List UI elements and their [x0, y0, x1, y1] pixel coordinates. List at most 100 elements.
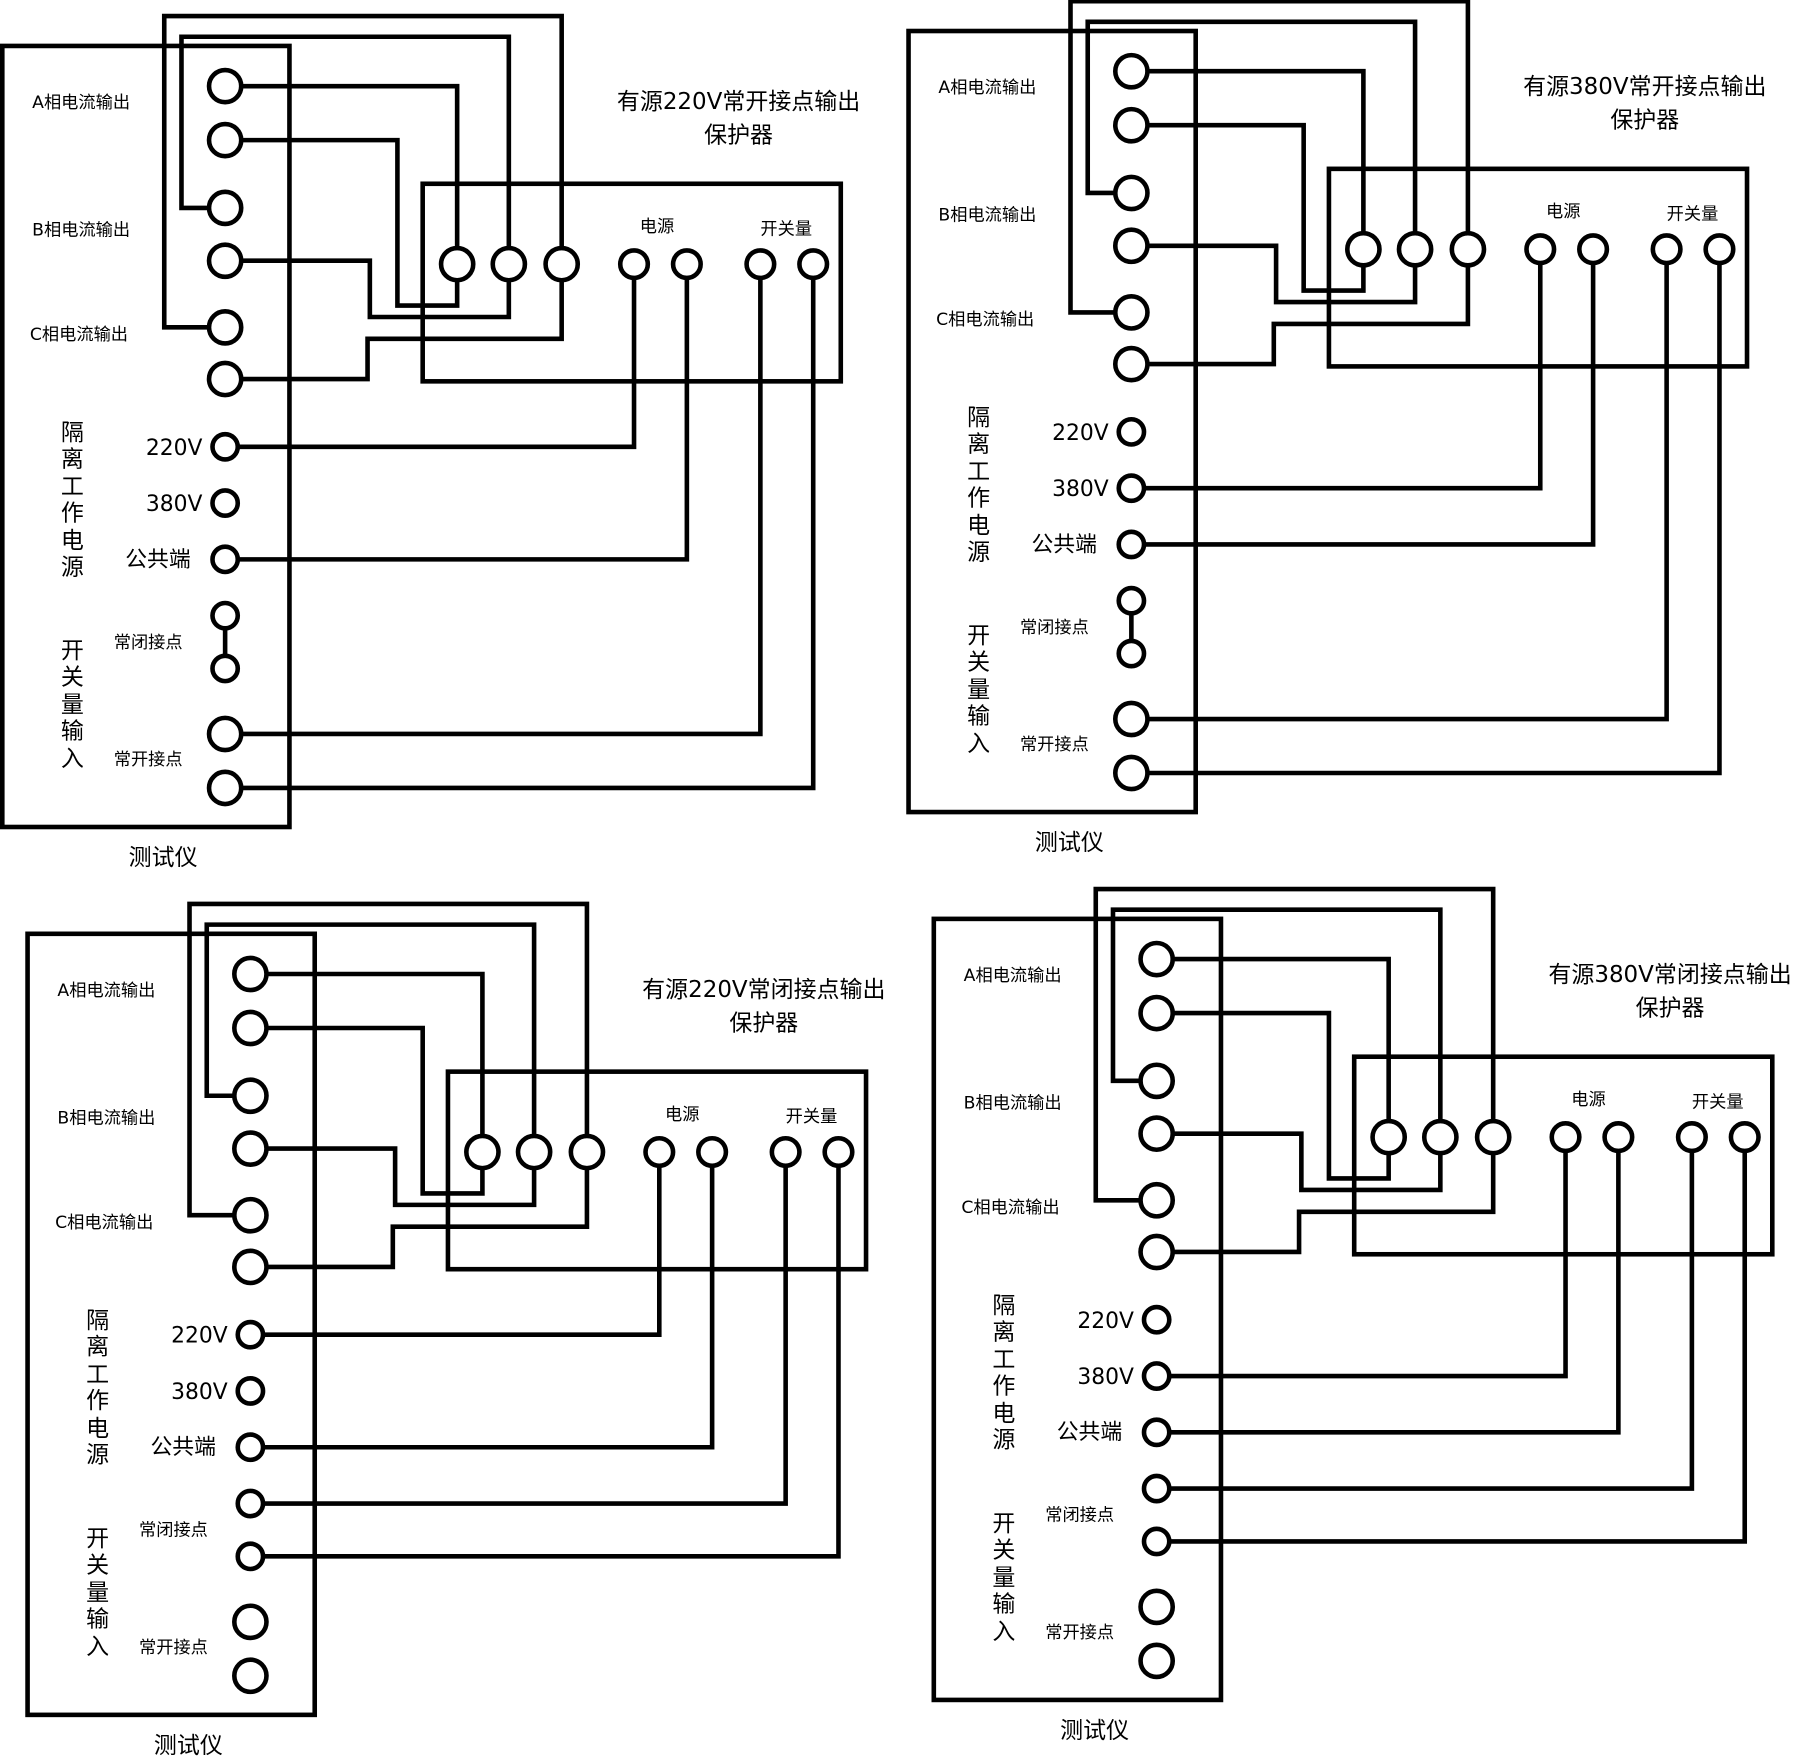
label-220v: 220V: [1052, 420, 1109, 446]
label-common: 公共端: [125, 546, 191, 573]
c-return-wire: [250, 1152, 590, 1270]
power-wire-common: [1156, 1137, 1621, 1435]
b-phase-wire: [179, 34, 512, 265]
label-common: 公共端: [1056, 1419, 1123, 1445]
label-220v: 220V: [1077, 1308, 1134, 1334]
label-c-current: C相电流输出: [55, 1211, 154, 1233]
tester-terminal-b1: [1112, 174, 1150, 212]
label-switch: 开关量: [760, 218, 813, 239]
label-nc-contact: 常闭接点: [138, 1519, 208, 1541]
tester-terminal-com: [210, 544, 241, 575]
tester-terminal-v220: [210, 431, 241, 462]
b-phase-wire: [204, 922, 537, 1153]
tester-terminal-b1: [1138, 1062, 1176, 1100]
label-switch: 开关量: [1666, 203, 1719, 224]
protector-title: 有源220V常闭接点输出 保护器: [642, 975, 886, 1037]
switch-terminal-2: [1703, 233, 1736, 266]
switch-wire-1: [1156, 1137, 1695, 1491]
tester-terminal-c1: [232, 1196, 269, 1234]
current-terminal-1: [438, 245, 476, 283]
switch-terminal-2: [797, 248, 830, 281]
power-terminal-2: [1577, 233, 1610, 266]
tester-terminal-b2: [232, 1130, 269, 1167]
label-b-current: B相电流输出: [32, 219, 131, 241]
tester-terminal-c2: [1112, 345, 1150, 383]
power-terminal-1: [1524, 233, 1557, 266]
current-terminal-3: [1449, 230, 1487, 268]
label-b-current: B相电流输出: [57, 1107, 156, 1128]
tester-terminal-a1: [1112, 52, 1150, 90]
tester-terminal-a2: [206, 121, 244, 159]
tester-terminal-c2: [206, 360, 244, 398]
tester-terminal-b1: [232, 1077, 269, 1115]
tester-terminal-v380: [235, 1376, 266, 1406]
label-220v: 220V: [145, 435, 203, 461]
tester-terminal-com: [235, 1432, 266, 1463]
tester-terminal-v380: [1141, 1361, 1172, 1391]
label-switch-input: 开关量输入: [967, 621, 991, 757]
tester-terminal-t1: [210, 600, 241, 631]
label-c-current: C相电流输出: [936, 308, 1035, 330]
tester-terminal-a1: [1138, 940, 1176, 978]
a-return-wire: [1131, 122, 1366, 293]
label-switch-input: 开关量输入: [86, 1524, 110, 1660]
label-a-current: A相电流输出: [963, 964, 1062, 986]
tester-box: [931, 916, 1224, 1703]
switch-terminal-1: [769, 1135, 802, 1169]
protector-title: 有源220V常开接点输出 保护器: [616, 87, 861, 149]
panel-2: [906, 0, 1750, 815]
b-return-wire: [1156, 1131, 1443, 1193]
c-phase-wire: [1093, 886, 1496, 1203]
label-no-contact: 常开接点: [1019, 733, 1089, 755]
a-phase-wire: [225, 83, 460, 265]
tester-terminal-t3: [232, 1603, 269, 1641]
switch-wire-2: [250, 1152, 841, 1559]
current-terminal-3: [543, 245, 581, 283]
label-isolated-power: 隔离工作电源: [967, 403, 991, 566]
label-tester: 测试仪: [153, 1730, 223, 1759]
tester-terminal-b2: [206, 242, 244, 280]
b-phase-wire: [1110, 907, 1443, 1138]
tester-terminal-t1: [1141, 1473, 1172, 1504]
power-wire-common: [250, 1152, 715, 1450]
power-wire-common: [225, 264, 690, 562]
label-power: 电源: [639, 215, 675, 237]
label-220v: 220V: [171, 1323, 228, 1349]
current-terminal-1: [464, 1133, 501, 1171]
label-380v: 380V: [1077, 1364, 1134, 1390]
tester-box: [906, 28, 1198, 815]
current-terminal-3: [568, 1133, 606, 1171]
tester-terminal-t3: [1112, 700, 1150, 738]
tester-terminal-a1: [206, 67, 244, 105]
current-terminal-2: [1421, 1118, 1459, 1156]
label-a-current: A相电流输出: [32, 91, 131, 113]
c-phase-wire: [161, 13, 564, 330]
label-nc-contact: 常闭接点: [1045, 1504, 1115, 1526]
tester-terminal-t3: [206, 715, 244, 753]
tester-terminal-b2: [1112, 227, 1150, 265]
tester-terminal-v220: [1116, 416, 1147, 447]
label-b-current: B相电流输出: [938, 204, 1037, 226]
label-switch: 开关量: [1691, 1091, 1744, 1112]
tester-terminal-t2: [210, 653, 241, 684]
label-switch: 开关量: [785, 1106, 838, 1127]
b-phase-wire: [1085, 19, 1418, 250]
tester-terminal-b1: [206, 189, 244, 227]
a-phase-wire: [1131, 68, 1366, 250]
a-phase-wire: [1156, 956, 1391, 1138]
panel-3: [25, 901, 869, 1718]
c-return-wire: [225, 264, 564, 382]
power-wire-hot: [225, 264, 637, 450]
c-phase-wire: [187, 901, 590, 1218]
tester-terminal-v380: [210, 488, 241, 519]
tester-terminal-a2: [1138, 994, 1176, 1032]
current-terminal-2: [1396, 230, 1434, 268]
label-isolated-power: 隔离工作电源: [60, 418, 84, 581]
tester-terminal-t2: [235, 1541, 266, 1572]
switch-terminal-2: [822, 1135, 855, 1169]
switch-wire-2: [1156, 1137, 1748, 1544]
switch-terminal-1: [744, 248, 777, 281]
label-common: 公共端: [150, 1434, 216, 1460]
label-common: 公共端: [1031, 531, 1097, 558]
